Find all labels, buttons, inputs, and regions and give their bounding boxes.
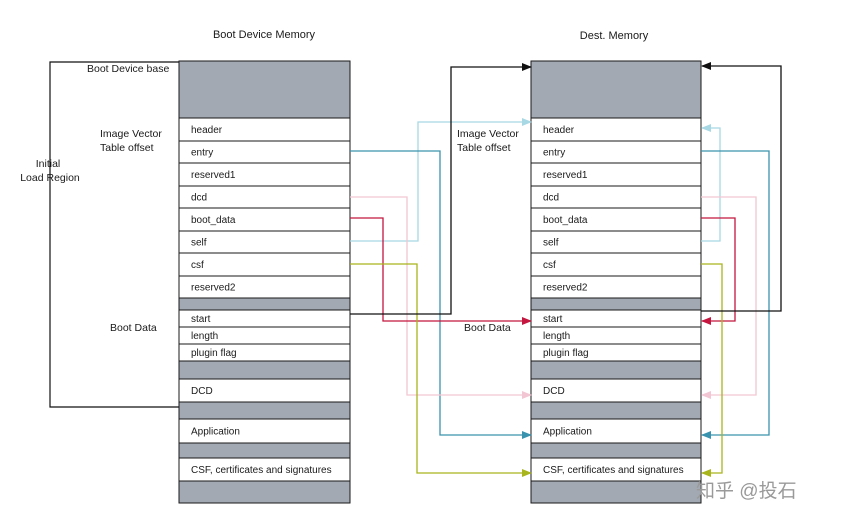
- left-memory-row-label-entry: entry: [191, 148, 213, 159]
- boot-data-to-start-arrow-right: [701, 217, 736, 325]
- right-memory-row-label-boot-data: boot_data: [543, 215, 588, 226]
- left-memory-row-gap4: [178, 442, 351, 459]
- right-memory-row-label-csf: csf: [543, 260, 556, 271]
- right-memory-row-label-start: start: [543, 314, 563, 325]
- right-memory-row-label-header: header: [543, 125, 575, 136]
- right-memory-row-gap2: [530, 360, 702, 380]
- left-memory-row-application: [178, 418, 351, 444]
- right-memory-row-gap3: [530, 401, 702, 420]
- left-memory-title: Boot Device Memory: [213, 29, 316, 41]
- left-memory-row-label-reserved1: reserved1: [191, 170, 236, 181]
- left-memory-row-label-reserved2: reserved2: [191, 283, 236, 294]
- right-memory-row-label-csf-block: CSF, certificates and signatures: [543, 465, 684, 476]
- left-memory-row-label-boot-data: boot_data: [191, 215, 236, 226]
- left-memory-row-label-application: Application: [191, 427, 240, 438]
- self-to-header-arrow-right: [701, 124, 721, 242]
- left-memory-row-gap5: [178, 480, 351, 504]
- left-memory-row-gap3: [178, 401, 351, 420]
- right-memory-row-label-dcd-block: DCD: [543, 386, 565, 397]
- ivt-offset-label-line1: Image Vector: [100, 128, 162, 140]
- dcd-to-dcd-block-arrow-right: [701, 196, 757, 399]
- right-memory-row-label-dcd: dcd: [543, 193, 559, 204]
- left-memory-row-label-start: start: [191, 314, 211, 325]
- right-memory-row-gap1: [530, 297, 702, 311]
- left-memory-row-label-csf: csf: [191, 260, 204, 271]
- boot-data-label-right: Boot Data: [464, 322, 511, 334]
- dcd-to-dcd-block-arrow: [350, 196, 532, 399]
- left-memory-row-csf: [178, 252, 351, 277]
- entry-to-application-arrow-right: [701, 150, 770, 439]
- left-memory-row-label-csf-block: CSF, certificates and signatures: [191, 465, 332, 476]
- right-memory-row-label-self: self: [543, 238, 559, 249]
- boot-data-to-start-arrow: [350, 217, 532, 325]
- csf-to-csf-block-arrow: [350, 263, 532, 477]
- start-to-dest-base-arrow: [350, 63, 532, 315]
- left-memory-row-gap2: [178, 360, 351, 380]
- initial-load-region-label-line1: Initial: [36, 158, 61, 170]
- ivt-offset-label-right-line1: Image Vector: [457, 128, 519, 140]
- left-memory-row-label-plugin-flag: plugin flag: [191, 348, 237, 359]
- initial-load-region-bracket: [49, 61, 179, 408]
- right-memory-row-gap5: [530, 480, 702, 504]
- self-to-header-arrow: [350, 118, 532, 242]
- right-memory-row-label-entry: entry: [543, 148, 565, 159]
- right-memory-row-label-plugin-flag: plugin flag: [543, 348, 589, 359]
- ivt-offset-label-line2: Table offset: [100, 142, 154, 154]
- right-memory-row-base: [530, 60, 702, 119]
- start-to-dest-base-arrow-right: [701, 62, 782, 312]
- right-memory-row-label-application: Application: [543, 427, 592, 438]
- left-memory-row-base: [178, 60, 351, 119]
- left-memory-row-label-self: self: [191, 238, 207, 249]
- boot-device-base-label: Boot Device base: [87, 63, 169, 75]
- left-memory-row-label-dcd-block: DCD: [191, 386, 213, 397]
- connector-arrows: [350, 62, 782, 477]
- left-memory-row-label-length: length: [191, 331, 218, 342]
- right-memory-row-label-reserved1: reserved1: [543, 170, 588, 181]
- right-memory-row-label-length: length: [543, 331, 570, 342]
- right-memory-row-label-reserved2: reserved2: [543, 283, 588, 294]
- left-memory-row-gap1: [178, 297, 351, 311]
- left-memory-row-label-header: header: [191, 125, 223, 136]
- entry-to-application-arrow: [350, 150, 532, 439]
- right-memory-row-gap4: [530, 442, 702, 459]
- csf-to-csf-block-arrow-right: [701, 263, 723, 477]
- boot-data-label-left: Boot Data: [110, 322, 157, 334]
- watermark: 知乎 @投石: [696, 480, 797, 502]
- right-memory-title: Dest. Memory: [580, 30, 649, 42]
- left-memory-row-label-dcd: dcd: [191, 193, 207, 204]
- right-memory-row-csf: [530, 252, 702, 277]
- ivt-offset-label-right-line2: Table offset: [457, 142, 511, 154]
